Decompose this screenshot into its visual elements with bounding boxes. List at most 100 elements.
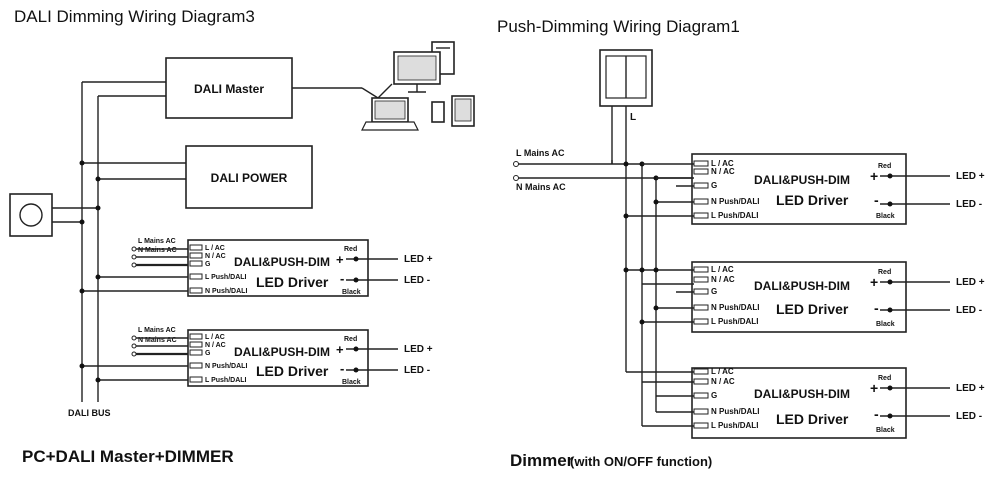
svg-text:LED -: LED - [956,305,982,316]
dali-bus-label: DALI BUS [68,408,111,418]
svg-text:L Push/DALI: L Push/DALI [205,274,247,281]
left-title: DALI Dimming Wiring Diagram3 [14,7,255,26]
svg-text:LED Driver: LED Driver [776,301,849,317]
svg-text:+: + [336,342,344,357]
pc-devices-icon [361,41,475,131]
svg-text:Red: Red [344,336,357,343]
svg-text:N / AC: N / AC [711,377,735,386]
phone-icon [431,101,445,123]
svg-text:LED Driver: LED Driver [776,192,849,208]
left-driver-2: L Mains AC N Mains AC L / AC N / AC G [79,327,433,387]
svg-text:-: - [874,192,879,208]
svg-text:N / AC: N / AC [711,275,735,284]
svg-text:L Push/DALI: L Push/DALI [711,421,758,430]
svg-text:G: G [711,287,717,296]
right-driver-2-box [691,261,907,333]
dimmer-knob-box [9,193,53,237]
l-mains-label: L Mains AC [516,148,565,158]
left-driver-1: L Mains AC N Mains AC L / AC N / AC G [79,238,433,297]
svg-text:Black: Black [876,321,895,328]
svg-text:Black: Black [876,213,895,220]
svg-text:LED +: LED + [956,277,985,288]
right-title: Push-Dimming Wiring Diagram1 [497,17,740,36]
svg-text:-: - [340,361,344,376]
svg-text:L Mains AC: L Mains AC [138,327,176,334]
left-diagram: DALI Dimming Wiring Diagram3 DALI Master [9,7,475,466]
svg-text:Red: Red [878,163,891,170]
svg-text:N / AC: N / AC [205,253,226,260]
svg-text:-: - [340,271,344,286]
svg-text:L Push/DALI: L Push/DALI [711,211,758,220]
svg-text:DALI&PUSH-DIM: DALI&PUSH-DIM [754,387,850,401]
right-caption-sub: (with ON/OFF function) [570,454,712,469]
dali-master-box [165,57,293,119]
svg-text:N Mains AC: N Mains AC [138,337,177,344]
svg-text:G: G [205,261,211,268]
svg-text:Red: Red [878,375,891,382]
n-mains-label: N Mains AC [516,182,566,192]
driver-sub: LED Driver [256,274,329,290]
led-minus-label: LED - [404,275,430,286]
svg-text:-: - [874,300,879,316]
svg-text:LED +: LED + [956,383,985,394]
svg-text:LED -: LED - [956,411,982,422]
svg-text:+: + [870,274,878,290]
right-driver-3-box [691,367,907,439]
svg-text:LED Driver: LED Driver [776,411,849,427]
svg-text:LED +: LED + [404,344,433,355]
svg-text:L / AC: L / AC [711,265,734,274]
left-driver-2-box [187,329,369,387]
right-driver-3: L / AC N / AC G N Push/DALI L Push/DALI … [626,367,985,439]
svg-text:Red: Red [344,246,357,253]
svg-text:N Push/DALI: N Push/DALI [711,407,759,416]
left-driver-1-pins: L / AC N / AC G L Push/DALI N Push/DALI [189,244,247,295]
svg-text:Black: Black [342,289,361,296]
svg-text:N Push/DALI: N Push/DALI [205,363,247,370]
svg-text:N / AC: N / AC [711,167,735,176]
driver-name: DALI&PUSH-DIM [234,255,330,269]
right-driver-1-box [691,153,907,225]
svg-text:N Push/DALI: N Push/DALI [711,303,759,312]
switch-l-label: L [630,112,636,123]
left-caption: PC+DALI Master+DIMMER [22,447,234,466]
right-driver-1: L / AC N / AC G N Push/DALI L Push/DALI … [623,153,985,225]
svg-text:Black: Black [342,379,361,386]
svg-text:G: G [711,391,717,400]
dimmer-knob-icon [19,203,43,227]
svg-text:L / AC: L / AC [711,159,734,168]
svg-text:LED +: LED + [956,171,985,182]
svg-text:Red: Red [878,269,891,276]
right-driver-2: L / AC N / AC G N Push/DALI L Push/DALI … [623,261,985,333]
right-diagram: Push-Dimming Wiring Diagram1 L L Mains A… [497,17,985,470]
dali-master-label: DALI Master [194,82,264,96]
led-plus-label: LED + [404,254,433,265]
left-driver-2-pins: L / AC N / AC G N Push/DALI L Push/DALI [189,333,247,384]
svg-text:L Push/DALI: L Push/DALI [205,377,247,384]
pc-link [361,83,393,99]
svg-text:LED Driver: LED Driver [256,363,329,379]
svg-text:N Push/DALI: N Push/DALI [711,197,759,206]
svg-text:+: + [870,380,878,396]
svg-text:+: + [870,168,878,184]
svg-text:DALI&PUSH-DIM: DALI&PUSH-DIM [754,173,850,187]
svg-text:L / AC: L / AC [205,245,225,252]
svg-text:-: - [874,406,879,422]
svg-text:L / AC: L / AC [205,334,225,341]
left-driver-1-box [187,239,369,297]
svg-text:G: G [205,350,211,357]
svg-text:G: G [711,181,717,190]
mains-n-label: N Mains AC [138,247,177,254]
dali-power-box [185,145,313,209]
svg-text:DALI&PUSH-DIM: DALI&PUSH-DIM [754,279,850,293]
svg-text:+: + [336,252,344,267]
svg-text:N / AC: N / AC [205,342,226,349]
svg-text:L / AC: L / AC [711,367,734,376]
right-caption: Dimmer [510,451,574,470]
dali-power-label: DALI POWER [211,171,288,185]
svg-text:N Push/DALI: N Push/DALI [205,288,247,295]
svg-text:LED -: LED - [956,199,982,210]
svg-text:DALI&PUSH-DIM: DALI&PUSH-DIM [234,345,330,359]
svg-text:Black: Black [876,427,895,434]
mains-l-label: L Mains AC [138,238,176,245]
